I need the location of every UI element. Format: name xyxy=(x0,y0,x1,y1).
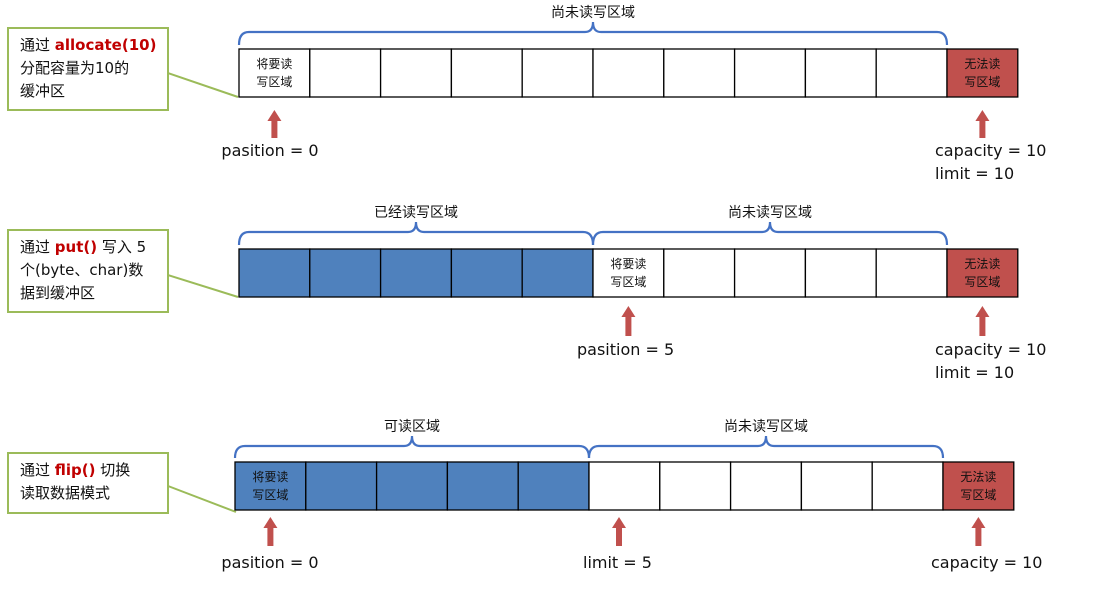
region-brace xyxy=(237,221,595,246)
buffer-cell-empty xyxy=(663,248,736,298)
arrow-shaft xyxy=(975,526,982,546)
buffer-cell-filled xyxy=(379,248,453,298)
pointer-label: pasition = 0 xyxy=(221,553,318,572)
pointer-marker: limit = 5 xyxy=(583,517,652,572)
region-label: 尚未读写区域 xyxy=(551,4,635,21)
buffer-cell-filled xyxy=(521,248,594,298)
callout-box xyxy=(7,229,169,313)
region-brace xyxy=(587,435,945,459)
up-arrow-icon xyxy=(612,517,626,528)
buffer-cell-empty xyxy=(659,461,732,511)
pointer-label: limit = 5 xyxy=(583,553,652,572)
cell-label-line1: 无法读 xyxy=(964,57,1000,71)
pointer-marker: capacity = 10 limit = 10 xyxy=(935,306,1046,382)
buffer-cell-empty xyxy=(729,461,803,511)
buffer-cell-filled xyxy=(450,248,523,298)
region-brace xyxy=(237,21,949,46)
arrow-shaft xyxy=(616,526,622,546)
buffer-cell-filled xyxy=(446,461,519,511)
cell-label-line2: 写区域 xyxy=(964,75,1000,89)
callout-connector xyxy=(167,274,239,298)
cell-label-line1: 将要读 xyxy=(256,57,292,71)
buffer-cell-empty xyxy=(309,48,382,98)
cell-label-line1: 无法读 xyxy=(964,257,1000,271)
callout-connector xyxy=(167,485,237,513)
callout-put: 通过 put() 写入 5 个(byte、char)数 据到缓冲区 xyxy=(20,238,147,302)
pointer-label: limit = 10 xyxy=(935,164,1014,183)
arrow-shaft xyxy=(267,526,274,546)
pointer-label: pasition = 0 xyxy=(221,141,318,160)
buffer-cell-empty xyxy=(875,248,948,298)
buffer-cell-filled-label xyxy=(234,461,307,511)
cell-label-line1: 将要读 xyxy=(252,470,288,484)
region-brace xyxy=(233,435,591,459)
pointer-label: limit = 10 xyxy=(935,363,1014,382)
buffer-cell-filled xyxy=(375,461,449,511)
buffer-cell-empty xyxy=(450,48,523,98)
pointer-label: capacity = 10 xyxy=(931,553,1042,572)
pointer-label: capacity = 10 xyxy=(935,141,1046,160)
cell-label-line1: 无法读 xyxy=(960,470,996,484)
up-arrow-icon xyxy=(621,306,636,317)
buffer-cell-empty xyxy=(379,48,453,98)
pointer-marker: pasition = 0 xyxy=(221,517,319,572)
up-arrow-icon xyxy=(975,110,990,121)
callout-flip: 通过 flip() 切换 读取数据模式 xyxy=(20,461,131,502)
pointer-marker: capacity = 10 xyxy=(931,517,1042,572)
cell-label-line2: 写区域 xyxy=(960,488,996,502)
pointer-label: capacity = 10 xyxy=(935,340,1046,359)
buffer-cell-empty xyxy=(521,48,594,98)
buffer-cell-empty xyxy=(804,248,877,298)
cell-label-line2: 写区域 xyxy=(964,275,1000,289)
buffer-cell-label xyxy=(592,248,665,298)
buffer-cell-empty xyxy=(871,461,944,511)
callout-box xyxy=(7,27,169,111)
cell-label-line1: 将要读 xyxy=(610,257,646,271)
arrow-shaft xyxy=(271,119,278,138)
callout-box xyxy=(7,452,169,514)
arrow-shaft xyxy=(625,315,632,336)
buffer-cell-unavailable xyxy=(946,48,1019,98)
buffer-cell-empty xyxy=(800,461,873,511)
callout-allocate: 通过 allocate(10) 分配容量为10的 缓冲区 xyxy=(20,36,157,100)
buffer-cell-empty xyxy=(588,461,661,511)
arrow-shaft xyxy=(979,119,986,138)
up-arrow-icon xyxy=(263,517,278,528)
region-label: 可读区域 xyxy=(384,418,440,435)
buffer-cell-empty xyxy=(733,248,807,298)
buffer-cell-filled xyxy=(238,248,311,298)
cell-label-line2: 写区域 xyxy=(252,488,288,502)
buffer-cell-unavailable xyxy=(942,461,1015,511)
pointer-label: pasition = 5 xyxy=(577,340,674,359)
buffer-cell-empty xyxy=(875,48,948,98)
buffer-cell-filled xyxy=(309,248,382,298)
arrow-shaft xyxy=(979,315,986,336)
buffer-cell-filled xyxy=(517,461,590,511)
up-arrow-icon xyxy=(971,517,986,528)
region-label: 已经读写区域 xyxy=(374,204,458,221)
region-brace xyxy=(591,221,949,246)
buffer-cell-empty xyxy=(804,48,877,98)
up-arrow-icon xyxy=(975,306,990,317)
pointer-marker: pasition = 0 xyxy=(221,110,319,160)
region-label: 尚未读写区域 xyxy=(724,418,808,435)
cell-label-line2: 写区域 xyxy=(610,275,646,289)
buffer-cell-unavailable xyxy=(946,248,1019,298)
up-arrow-icon xyxy=(267,110,282,121)
cell-label-line2: 写区域 xyxy=(256,75,292,89)
buffer-cell-filled xyxy=(305,461,378,511)
callout-connector xyxy=(167,72,239,98)
buffer-cell-label xyxy=(238,48,311,98)
pointer-marker: pasition = 5 xyxy=(577,306,674,359)
pointer-marker: capacity = 10 limit = 10 xyxy=(935,110,1046,183)
region-label: 尚未读写区域 xyxy=(728,204,812,221)
buffer-cell-empty xyxy=(663,48,736,98)
buffer-cell-empty xyxy=(592,48,665,98)
buffer-cell-empty xyxy=(733,48,807,98)
